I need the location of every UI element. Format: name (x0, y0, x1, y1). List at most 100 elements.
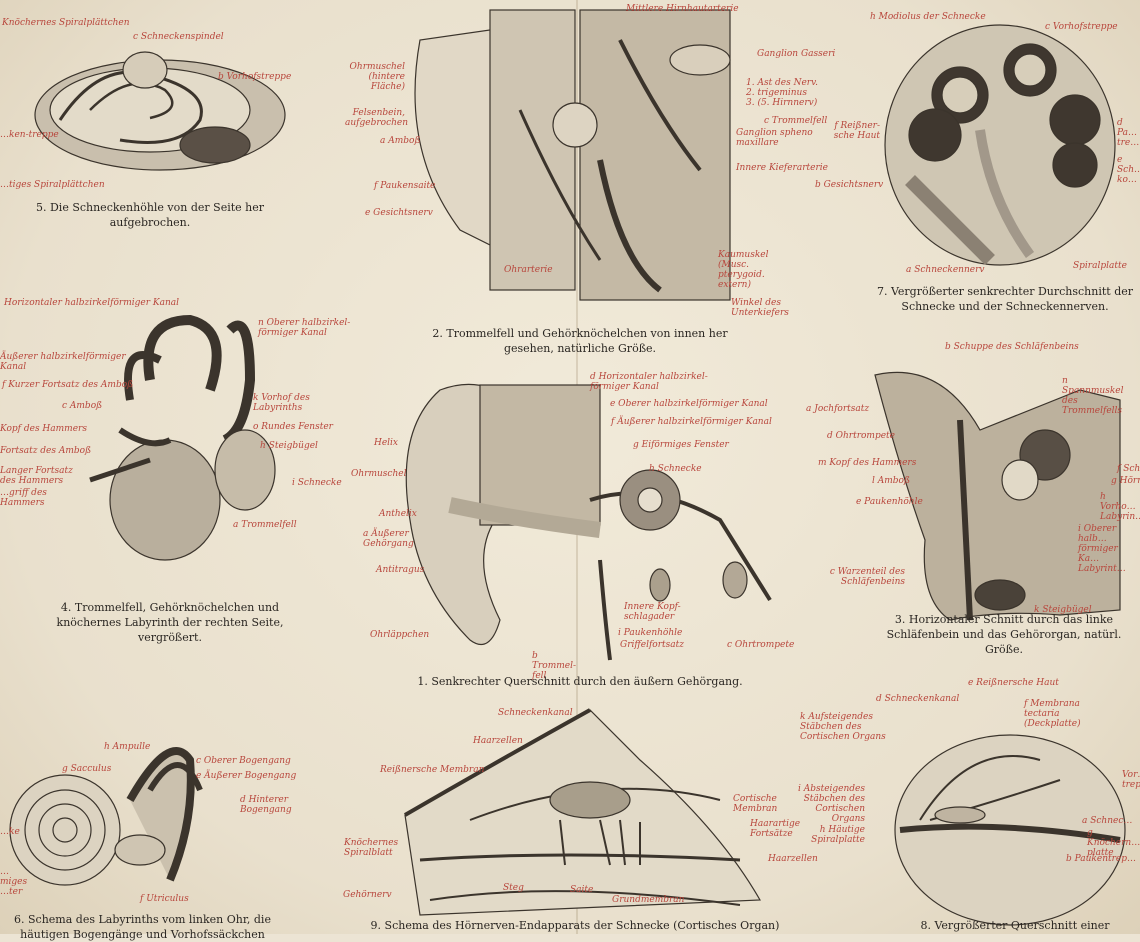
fig1-label-eifoermiges-fenster: g Eiförmiges Fenster (633, 440, 729, 450)
fig7-label-gesichtsnerv: b Gesichtsnerv (815, 180, 884, 190)
fig2-label-amboss: a Amboß (380, 136, 421, 146)
fig4-label-handgriff: …griff des Hammers (0, 488, 47, 508)
fig3-label-hoernerv: g Hörn… (1111, 476, 1140, 486)
fig5-caption: 5. Die Schneckenhöhle von der Seite her … (35, 201, 264, 229)
fig9-label-haarzellen-bottom: Haarzellen (768, 854, 818, 864)
fig2-label-kaumuskel: Kaumuskel (Musc. pterygoid. extern) (718, 250, 769, 290)
fig3-label-jochfortsatz: a Jochfortsatz (806, 404, 870, 414)
fig4-label-trommelfell: a Trommelfell (233, 520, 297, 530)
fig7-label-modiolus: h Modiolus der Schnecke (870, 12, 986, 22)
fig1-label-oberer-kanal: e Oberer halbzirkelförmiger Kanal (610, 399, 768, 409)
fig1-label-aeusserer-kanal: f Äußerer halbzirkelförmiger Kanal (611, 417, 772, 427)
fig6-label-hinterer-bogengang: d Hinterer Bogengang (240, 795, 292, 815)
fig9-label-knoechernes-spiralblatt: Knöchernes Spiralblatt (344, 838, 399, 858)
fig2-label-innere-kieferarterie: Innere Kieferarterie (736, 163, 828, 173)
fig3-label-paukenhoehle: e Paukenhöhle (856, 497, 923, 507)
fig5-label-paukentreppe: …ken-treppe (0, 130, 59, 140)
fig1-drawing (405, 383, 772, 661)
fig8-label-schneckenkanal: d Schneckenkanal (876, 694, 960, 704)
fig2-label-ast-3: 3. (5. Hirnnerv) (746, 98, 818, 108)
fig4-drawing (89, 314, 276, 561)
fig8-label-vorhofstreppe: Vor… trep… (1122, 770, 1140, 790)
fig9-caption: 9. Schema des Hörnerven-Endapparats der … (370, 919, 780, 932)
fig1-label-paukenhoehle: i Paukenhöhle (618, 628, 683, 638)
fig4-caption: 4. Trommelfell, Gehörknöchelchen und knö… (56, 601, 284, 644)
fig8-caption: 8. Vergrößerter Querschnitt einer (920, 919, 1110, 932)
fig7-label-schneckennerv: a Schneckennerv (906, 265, 985, 275)
fig6-label-schnecke: …ke (0, 827, 20, 837)
fig7-label-reissnersche-haut: f Reißner-sche Haut (833, 121, 880, 141)
fig2-label-paukensaite: f Paukensaite (374, 181, 436, 191)
fig2-label-ohrmuschel: Ohrmuschel (hintere Fläche) (349, 62, 405, 92)
fig9-label-steg: Steg (503, 883, 524, 893)
fig1-label-ohrmuschel: Ohrmuschel (351, 469, 407, 479)
fig4-label-langer-fortsatz: Langer Fortsatz des Hammers (0, 466, 73, 486)
fig3-label-schuppe: b Schuppe des Schläfenbeins (945, 342, 1079, 352)
fig1-label-aeusserer-gehoergang: a Äußerer Gehörgang (363, 529, 414, 549)
fig8-label-reissnersche-haut: e Reißnersche Haut (968, 678, 1059, 688)
fig8-label-aufsteigendes-staebchen: k Aufsteigendes Stäbchen des Cortischen … (800, 712, 886, 742)
fig4-label-kurzer-fortsatz: f Kurzer Fortsatz des Amboß (2, 380, 134, 390)
fig3-caption: 3. Horizontaler Schnitt durch das linke … (886, 613, 1122, 656)
fig9-label-cortische-membran: Cortische Membran (733, 794, 778, 814)
fig7-label-schneckenkanal: e Sch… ko… (1117, 155, 1140, 185)
fig2-label-ganglion-gasseri: Ganglion Gasseri (757, 49, 836, 59)
fig2-caption: 2. Trommelfell und Gehörknöchelchen von … (432, 327, 728, 355)
fig4-label-schnecke: i Schnecke (292, 478, 342, 488)
fig4-label-steigbuegel: h Steigbügel (260, 441, 318, 451)
fig6-label-aeusserer-bogengang: e Äußerer Bogengang (196, 771, 297, 781)
fig3-label-amboss: l Amboß (872, 476, 910, 486)
fig1-label-griffelfortsatz: Griffelfortsatz (620, 640, 684, 650)
fig4-label-rundes-fenster: o Rundes Fenster (253, 422, 333, 432)
fig6-drawing (9, 747, 203, 886)
fig5-drawing (34, 51, 286, 171)
fig3-label-vorhof: h Vorho… Labyrin… (1100, 492, 1140, 522)
fig1-label-ohrtrompete: c Ohrtrompete (727, 640, 795, 650)
fig8-label-membrana-tectaria: f Membrana tectaria (Deckplatte) (1024, 699, 1081, 729)
fig4-label-fortsatz-amboss: Fortsatz des Amboß (0, 446, 92, 456)
fig3-label-spannmuskel: n Spannmuskel des Trommelfells (1062, 376, 1124, 416)
fig6-caption: 6. Schema des Labyrinths vom linken Ohr,… (14, 913, 271, 941)
fig9-label-reissnersche-membran: Reißnersche Membran (380, 765, 485, 775)
fig2-drawing (414, 9, 731, 301)
fig1-label-trommelfell: b Trommel-fell (532, 651, 577, 681)
fig9-label-haarzellen-top: Haarzellen (473, 736, 523, 746)
fig6-label-foermiges: …miges …ter (0, 867, 28, 897)
fig6-label-utriculus: f Utriculus (140, 894, 189, 904)
fig9-label-schneckenkanal: Schneckenkanal (498, 708, 573, 718)
fig6-label-ampulle: h Ampulle (104, 742, 151, 752)
fig1-label-anthelix: Anthelix (379, 509, 417, 519)
fig5-label-schneckenspindel: c Schneckenspindel (133, 32, 224, 42)
fig1-caption: 1. Senkrechter Querschnitt durch den äuß… (417, 675, 743, 688)
fig2-label-ohrarterie: Ohrarterie (504, 265, 553, 275)
fig2-label-felsenbein: Felsenbein, aufgebrochen (345, 108, 409, 128)
fig3-label-kopf-hammers: m Kopf des Hammers (818, 458, 917, 468)
fig9-drawing (403, 708, 762, 916)
fig8-label-paukentreppe: b Paukentrep… (1066, 854, 1137, 864)
fig2-label-ganglion-sphenomaxillare: Ganglion spheno maxillare (736, 128, 813, 148)
fig5-label-haeutiges-spiralplaettchen: …tiges Spiralplättchen (0, 180, 105, 190)
fig8-label-knoecherne-platte: g Knöchern… platte (1087, 828, 1140, 858)
fig4-label-horizontaler-kanal: Horizontaler halbzirkelförmiger Kanal (4, 298, 179, 308)
fig8-label-haeutige-spiralplatte: h Häutige Spiralplatte (811, 825, 865, 845)
fig2-label-winkel-unterkiefer: Winkel des Unterkiefers (731, 298, 789, 318)
fig2-label-trommelfell: c Trommelfell (764, 116, 828, 126)
fig2-label-mittlere-hirnhautarterie: Mittlere Hirnhautarterie (626, 4, 739, 14)
fig8-label-absteigendes-staebchen: i Absteigendes Stäbchen des Cortischen O… (797, 784, 865, 824)
fig4-label-vorhof: k Vorhof des Labyrinths (253, 393, 310, 413)
fig1-label-horizontaler-kanal: d Horizontaler halbzirkel-förmiger Kanal (590, 372, 708, 392)
fig5-label-vorhofstreppe: b Vorhofstreppe (218, 72, 292, 82)
fig5-label-knoechernes-spiralplaettchen: Knöchernes Spiralplättchen (2, 18, 130, 28)
fig9-label-grundmembran: Grundmembran (612, 895, 685, 905)
fig7-label-spiralplatte: Spiralplatte (1073, 261, 1127, 271)
fig8-drawing (894, 734, 1126, 926)
fig4-label-amboss: c Amboß (62, 401, 103, 411)
fig1-label-antitragus: Antitragus (376, 565, 425, 575)
fig3-label-oberer-kanal: i Oberer halb… förmiger Ka… Labyrint… (1078, 524, 1126, 574)
fig3-drawing (874, 371, 1121, 621)
fig3-label-schnecke: f Sch… (1117, 464, 1140, 474)
fig8-label-schnecke: a Schnec… (1082, 816, 1133, 826)
fig7-label-paukentreppe: d Pa… tre… (1117, 118, 1140, 148)
fig1-label-helix: Helix (374, 438, 399, 448)
